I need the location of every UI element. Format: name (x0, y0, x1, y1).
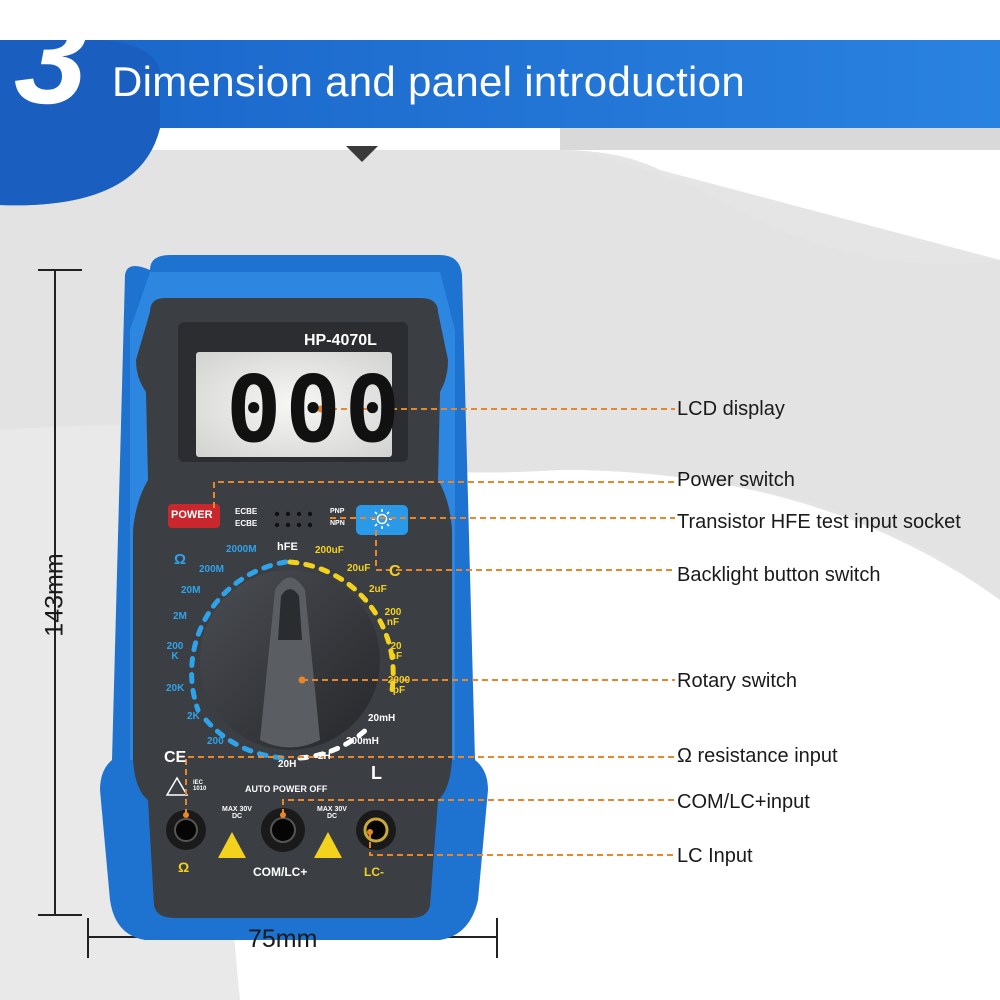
socket-label-bottom: ECBE (235, 519, 258, 528)
max-rating-right: MAX 30V DC (317, 806, 347, 820)
page-title: Dimension and panel introduction (112, 58, 745, 105)
dial-label: 2uF (369, 584, 387, 595)
terminal-label-com: COM/LC+ (253, 865, 308, 879)
dial-label: 20K (166, 683, 185, 694)
dial-label: Ω (174, 551, 187, 568)
iec-mark: IEC 1010 (193, 780, 207, 792)
dial-label: L (371, 763, 382, 783)
dial-label: 200 K (166, 641, 184, 662)
callout-lc-input: LC Input (677, 845, 753, 867)
terminal-label-lc: LC- (364, 865, 384, 879)
dial-label: 2000M (226, 544, 257, 555)
callout-com-input: COM/LC+input (677, 791, 810, 813)
dial-label: 200mH (346, 736, 379, 747)
dial-label: 20uF (347, 563, 371, 574)
height-dimension-label: 143mm (40, 553, 69, 637)
dial-label: 200M (199, 564, 225, 575)
callout-rotary-switch: Rotary switch (677, 670, 798, 692)
dial-label: hFE (277, 541, 298, 553)
step-number: 3 (14, 0, 88, 131)
dial-label: 2K (187, 711, 200, 722)
lcd-reading: 000 (226, 356, 405, 463)
callout-power-switch: Power switch (677, 469, 795, 491)
dial-label: 2H (318, 751, 331, 762)
dial-label: 200 (207, 736, 224, 747)
dial-label: 20M (181, 585, 201, 596)
socket-label-top: ECBE (235, 507, 258, 516)
dial-label: C (389, 563, 401, 580)
callout-lcd-display: LCD display (677, 398, 785, 420)
auto-power-off-label: AUTO POWER OFF (245, 784, 328, 794)
socket-label-npn: NPN (330, 520, 345, 527)
power-button-label: POWER (171, 509, 213, 521)
dial-label: 200uF (315, 545, 344, 556)
dial-label: 20H (278, 759, 297, 770)
width-dimension-label: 75mm (248, 925, 318, 953)
socket-label-pnp: PNP (330, 508, 345, 515)
dial-label: 2M (173, 611, 187, 622)
ce-mark: CE (164, 749, 187, 766)
dial-label: 20 nF (389, 641, 403, 662)
dial-label: 2000 pF (387, 675, 411, 696)
meter-model-label: HP-4070L (304, 332, 377, 349)
max-rating-left: MAX 30V DC (222, 806, 252, 820)
terminal-label-ohm: Ω (178, 859, 190, 875)
callout-resistance-input: Ω resistance input (677, 745, 838, 767)
callout-transistor-socket: Transistor HFE test input socket (677, 511, 961, 533)
dial-label: 200 nF (384, 607, 402, 628)
dial-label: 20mH (368, 713, 396, 724)
callout-backlight-button: Backlight button switch (677, 564, 881, 586)
